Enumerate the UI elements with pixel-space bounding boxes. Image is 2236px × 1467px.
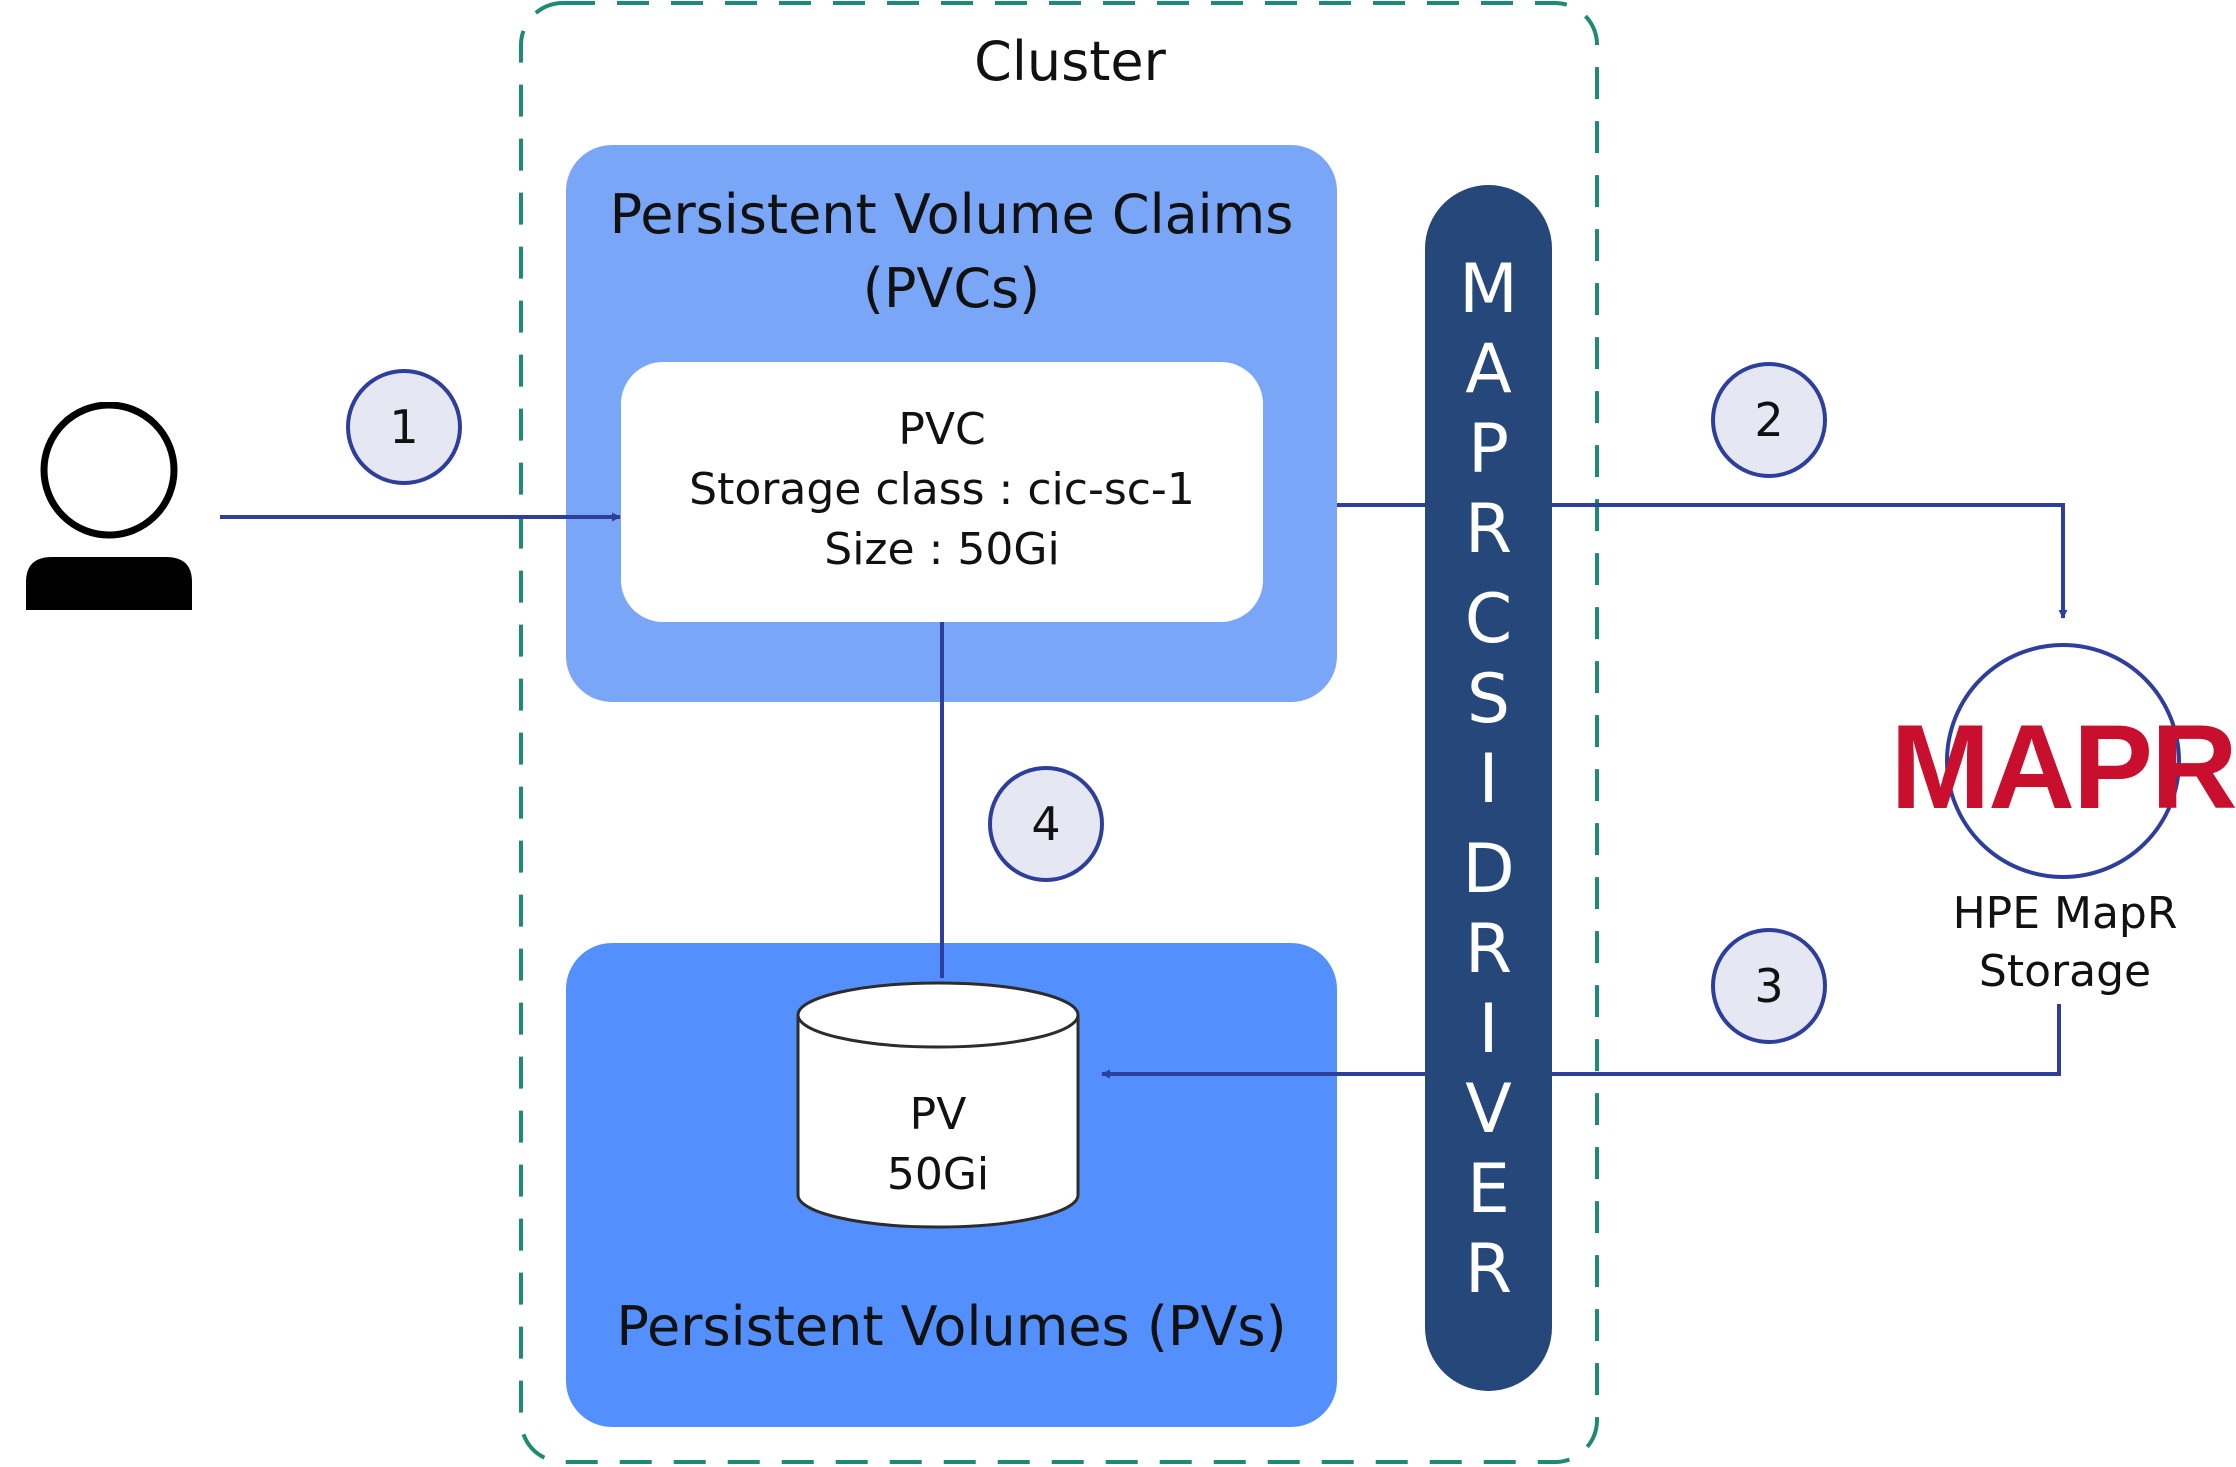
driver-letter: V	[1465, 1070, 1512, 1149]
driver-letter: R	[1464, 910, 1513, 989]
step-badge-3: 3	[1711, 928, 1827, 1044]
storage-to-pv-arrow	[1552, 1004, 2061, 1076]
pvc-panel-title: Persistent Volume Claims (PVCs)	[566, 178, 1337, 326]
driver-letter: M	[1459, 250, 1518, 329]
driver-letter: R	[1464, 490, 1513, 569]
step-badge-4: 4	[988, 766, 1104, 882]
driver-letter: R	[1464, 1230, 1513, 1309]
mapr-csi-driver-bar	[1425, 185, 1552, 1391]
pv-cylinder-icon	[796, 981, 1080, 1229]
driver-letter: C	[1464, 580, 1513, 659]
driver-letter: I	[1478, 740, 1499, 819]
pvc-panel-title-line2: (PVCs)	[862, 257, 1041, 320]
pv-name: PV	[909, 1089, 967, 1140]
pv-panel-title: Persistent Volumes (PVs)	[616, 1295, 1287, 1358]
cluster-boundary	[519, 1, 1599, 1464]
pv-size: 50Gi	[886, 1149, 990, 1200]
driver-letter: A	[1465, 330, 1512, 409]
pvc-size: Size : 50Gi	[824, 524, 1060, 575]
driver-letter: E	[1467, 1150, 1510, 1229]
user-icon	[26, 402, 192, 610]
step-badge-2: 2	[1711, 362, 1827, 478]
driver-letter: D	[1462, 830, 1515, 909]
pvc-panel-title-line1: Persistent Volume Claims	[609, 183, 1294, 246]
svg-text:MAPR: MAPR	[1890, 700, 2236, 834]
storage-label-line1: HPE MapR	[1952, 888, 2178, 939]
storage-label-line2: Storage	[1978, 946, 2152, 997]
pvc-storage-class: Storage class : cic-sc-1	[689, 464, 1195, 515]
driver-letter: S	[1466, 660, 1511, 739]
driver-letter: I	[1478, 990, 1499, 1069]
pvc-card	[621, 362, 1263, 622]
pvc-card-name: PVC	[898, 404, 986, 455]
step-badge-1: 1	[346, 369, 462, 485]
driver-letter: P	[1467, 410, 1509, 489]
mapr-logo: MAPR	[1890, 643, 2236, 879]
driver-to-storage-arrow	[1552, 503, 2068, 619]
cluster-title: Cluster	[974, 30, 1166, 93]
